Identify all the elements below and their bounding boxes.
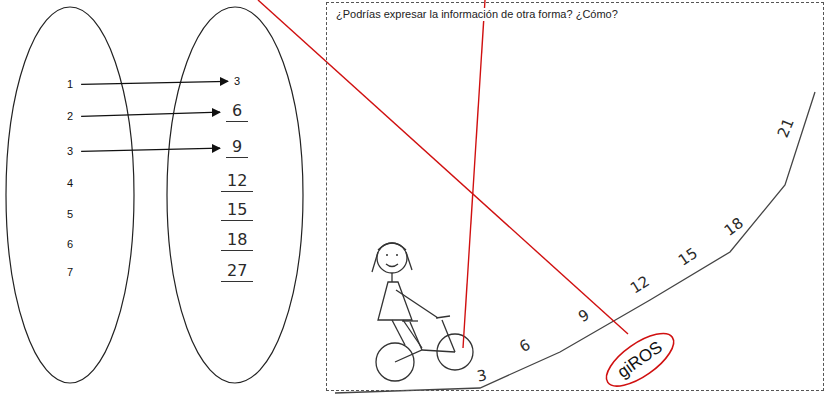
domain-number: 7 (64, 261, 76, 281)
slope-number: 6 (517, 336, 534, 355)
node-text: 12 (221, 172, 253, 192)
slope-number: 3 (476, 367, 489, 385)
mapping-arrow (81, 112, 220, 116)
image-number: 6 (223, 101, 251, 123)
red-leader-line (258, 0, 628, 334)
slope-number: 15 (675, 245, 700, 269)
panel-heading: ¿Podrías expresar la información de otra… (334, 8, 620, 21)
node-text: 7 (67, 266, 73, 279)
mapping-arrow (81, 81, 228, 84)
node-text: 4 (67, 177, 73, 190)
set-oval (6, 7, 134, 383)
slope-number: 18 (721, 215, 746, 240)
image-number: 12 (218, 171, 256, 193)
red-leader-line (463, 0, 485, 348)
domain-number: 5 (64, 203, 76, 223)
node-text: 27 (221, 262, 253, 282)
slope-number: 12 (628, 273, 653, 297)
domain-number: 3 (64, 140, 76, 160)
image-number: 15 (218, 200, 256, 222)
node-text: 1 (67, 78, 73, 91)
cyclist-drawing (372, 243, 473, 381)
node-text: 9 (226, 138, 248, 158)
node-text: 2 (67, 110, 73, 123)
slope-line (335, 92, 815, 393)
node-text: 5 (67, 208, 73, 221)
domain-number: 6 (64, 233, 76, 253)
node-text: 3 (67, 145, 73, 158)
slope-number: 9 (576, 306, 593, 325)
node-text: 3 (234, 75, 240, 88)
slope-number: 21 (775, 116, 797, 140)
domain-number: 1 (64, 73, 76, 93)
node-text: 18 (221, 231, 253, 251)
image-number: 3 (231, 70, 243, 90)
node-text: 6 (226, 102, 248, 122)
set-oval (167, 7, 303, 383)
image-number: 18 (218, 230, 256, 252)
node-text: 6 (67, 238, 73, 251)
image-number: 9 (223, 137, 251, 159)
node-text: giROS (614, 337, 666, 382)
node-text: 15 (221, 201, 253, 221)
circled-word: giROS (596, 322, 684, 394)
mapping-arrow (81, 148, 220, 151)
question-panel: giROS ¿Podrías expresar la información de… (326, 2, 824, 391)
domain-number: 2 (64, 105, 76, 125)
domain-number: 4 (64, 172, 76, 192)
image-number: 27 (218, 261, 256, 283)
